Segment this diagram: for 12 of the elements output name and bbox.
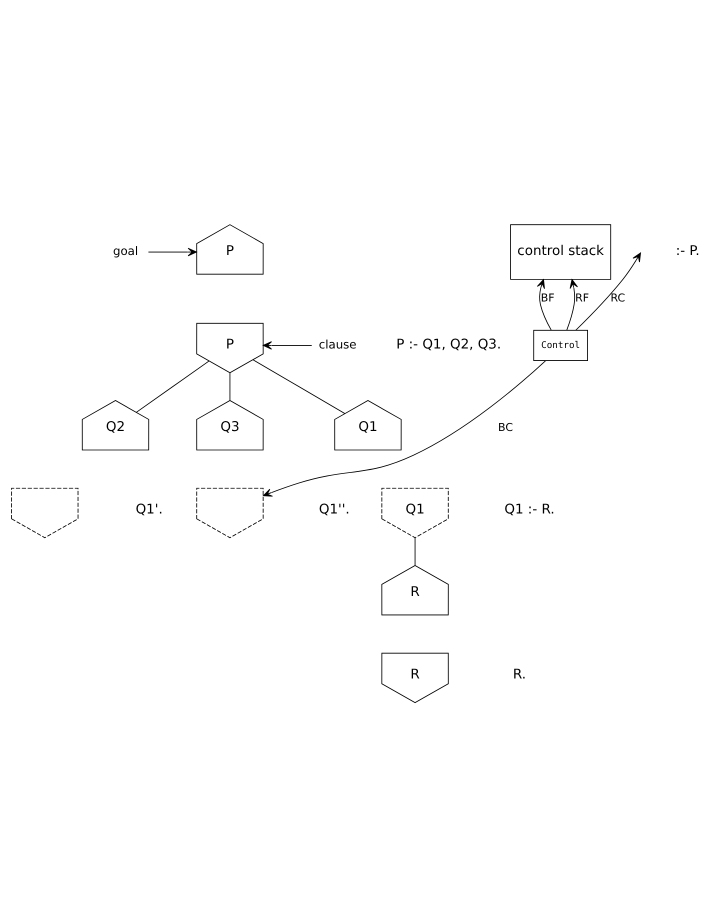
label: Q1'. (136, 502, 163, 518)
edge-label: BF (540, 291, 554, 304)
label: Q1 :- R. (504, 502, 555, 518)
label: Q1''. (318, 502, 350, 518)
node-text: clause (318, 337, 357, 352)
label: P :- Q1, Q2, Q3. (396, 337, 502, 352)
node-text: goal (113, 244, 138, 258)
label: R. (512, 666, 526, 682)
label: :- P. (676, 244, 700, 259)
edge-label: RF (575, 291, 590, 304)
edge-label: RC (610, 291, 626, 304)
edge-label: BC (498, 420, 513, 434)
